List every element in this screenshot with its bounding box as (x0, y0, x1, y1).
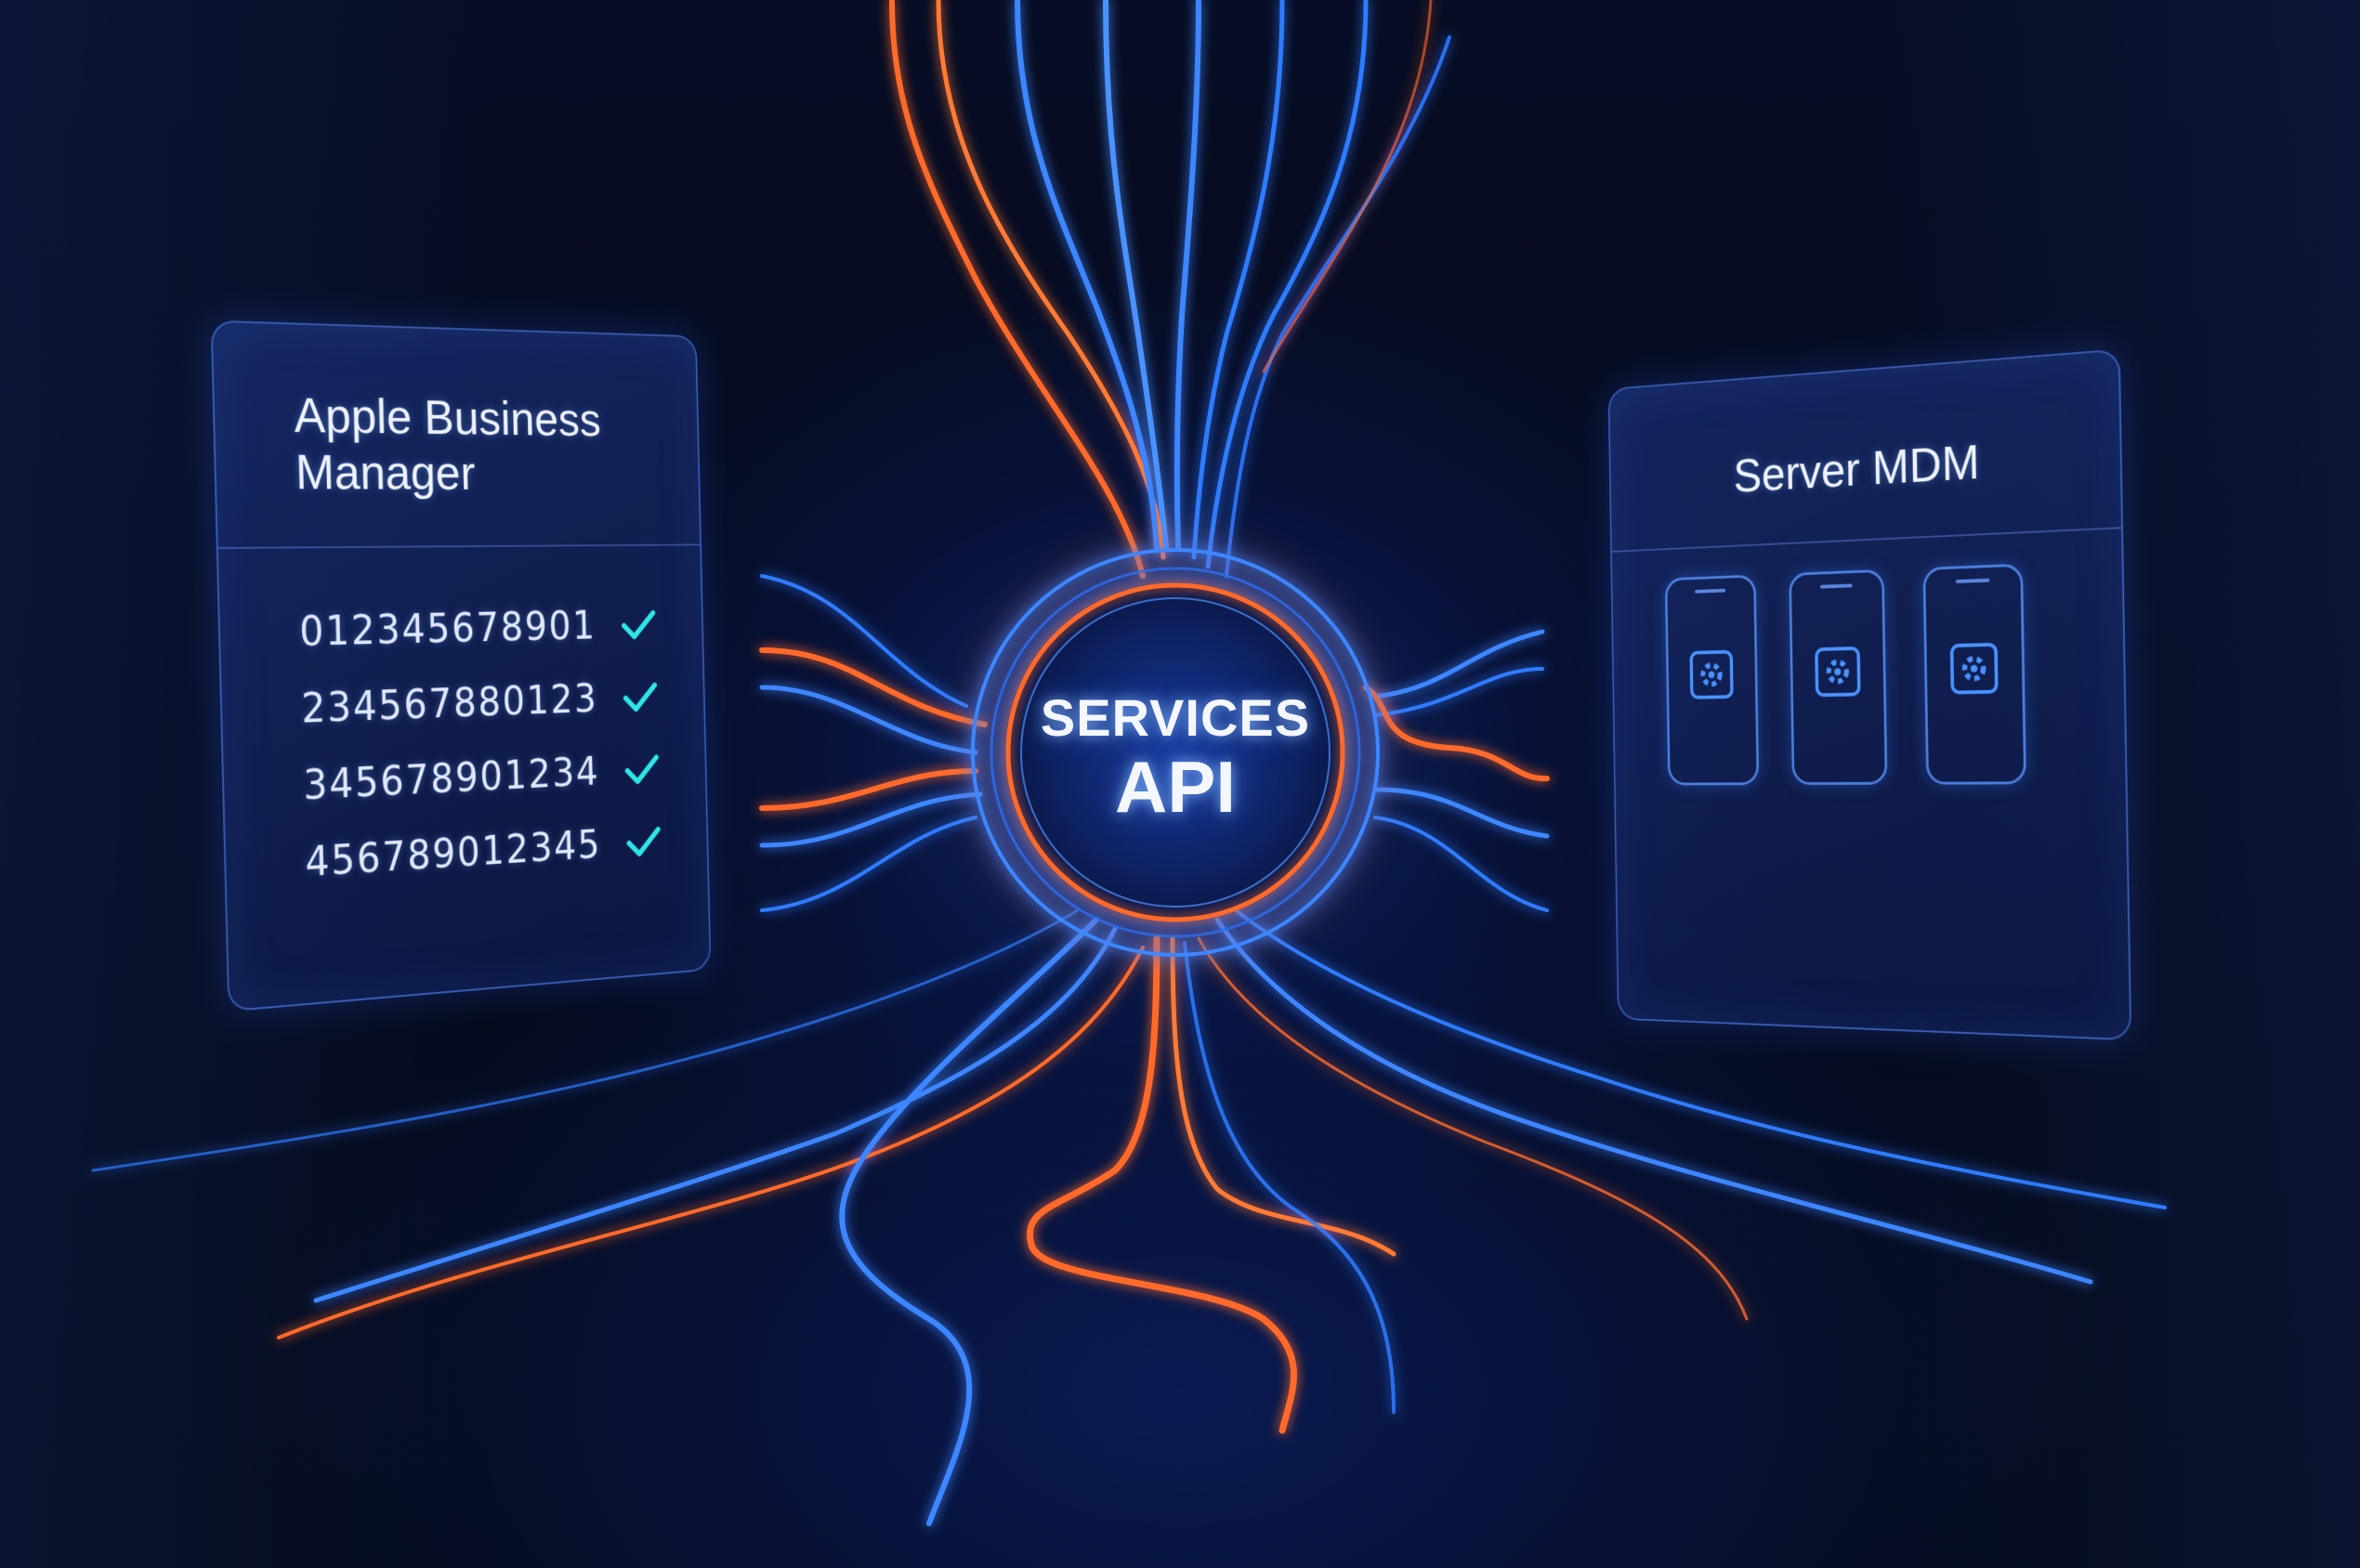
device-phone (1922, 564, 2026, 785)
panel-title: Server MDM (1610, 425, 2120, 510)
wire-bottom-blue-2 (842, 920, 1096, 1523)
serial-row: 456789012345 (305, 819, 663, 904)
panel-title: Apple Business Manager (294, 387, 648, 502)
device-settings-icon (1949, 642, 1999, 696)
wire-bottom-orange-3 (279, 947, 1143, 1338)
services-api-hub: SERVICES API (971, 548, 1380, 957)
wire-left-orange-2 (762, 771, 976, 808)
wire-left-blue-4 (762, 817, 976, 910)
check-icon (619, 606, 658, 645)
device-settings-icon (1689, 649, 1735, 700)
wire-top-blue-2 (1106, 0, 1166, 548)
apple-business-manager-panel: Apple Business Manager 012345678901 2345… (211, 320, 712, 1013)
serial-row: 234567880123 (301, 674, 661, 750)
check-icon (624, 822, 663, 862)
panel-divider (218, 543, 701, 549)
wire-bottom-orange-1 (1029, 938, 1293, 1431)
device-notch (1956, 579, 1990, 583)
device-notch (1695, 589, 1725, 594)
device-phone (1789, 569, 1887, 785)
wire-bottom-blue-6 (1185, 943, 1394, 1412)
title-line-2: Manager (295, 444, 647, 502)
hub-label-api: API (971, 745, 1380, 830)
check-icon (621, 678, 660, 717)
wire-top-blue-1 (1017, 0, 1157, 548)
wire-top-blue-5 (1208, 0, 1366, 567)
serial-row: 345678901234 (303, 747, 662, 827)
check-icon (623, 751, 662, 791)
serial-number: 234567880123 (301, 676, 598, 732)
device-notch (1820, 583, 1853, 588)
wire-top-blue-3 (1177, 0, 1199, 548)
title-line-1: Apple Business (294, 387, 647, 448)
serial-row: 012345678901 (299, 603, 659, 673)
wire-right-blue-3 (1375, 790, 1547, 836)
device-phone (1665, 574, 1759, 785)
wire-right-blue-1 (1375, 632, 1542, 697)
device-settings-icon (1814, 646, 1861, 698)
serial-number: 456789012345 (305, 822, 602, 886)
server-mdm-panel: Server MDM (1608, 348, 2132, 1040)
wire-left-blue-2 (762, 794, 980, 845)
wire-left-blue-3 (762, 576, 966, 706)
serial-number: 345678901234 (303, 750, 600, 809)
hub-label-services: SERVICES (971, 687, 1380, 748)
wire-left-blue-1 (762, 687, 976, 752)
wire-top-orange-3 (1264, 0, 1431, 372)
wire-top-blue-6 (1226, 37, 1449, 576)
wire-top-blue-4 (1194, 0, 1282, 557)
panel-divider (1612, 527, 2121, 553)
serial-number: 012345678901 (299, 604, 597, 656)
